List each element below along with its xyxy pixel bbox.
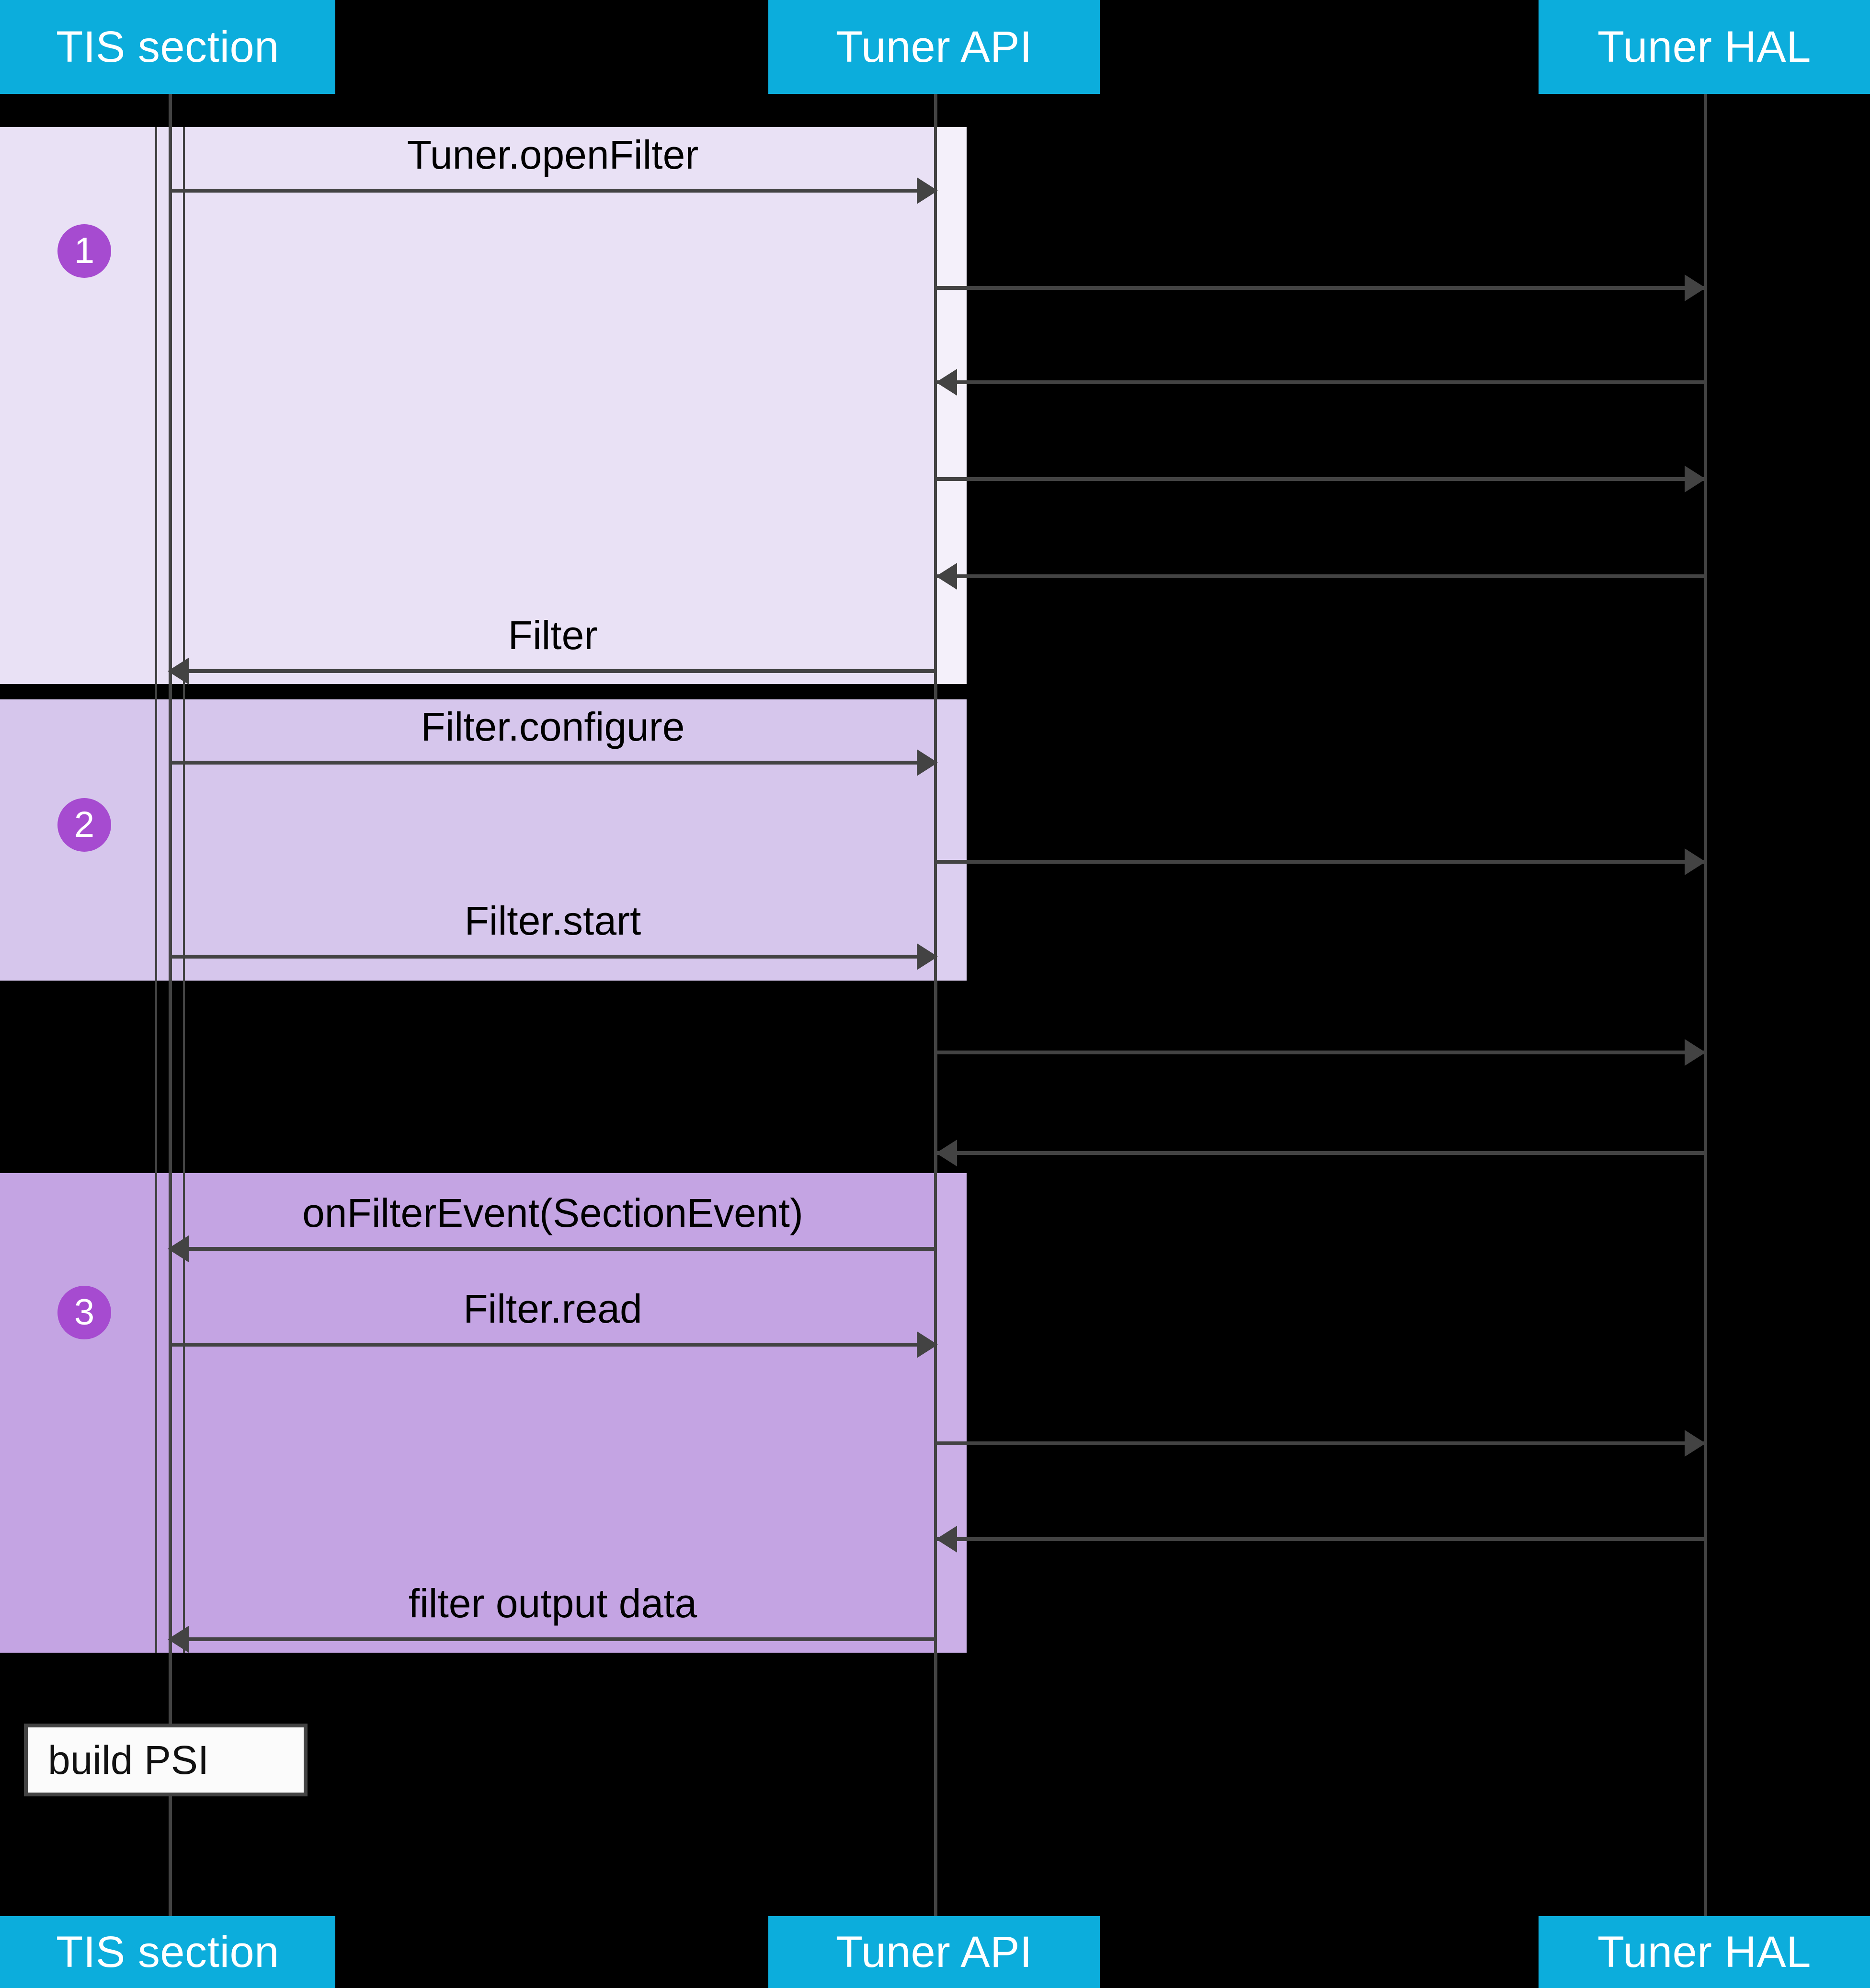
message-line	[169, 955, 937, 959]
message-line	[937, 1051, 1705, 1054]
actor-footer-tis-section[interactable]: TIS section	[0, 1916, 335, 1988]
actor-footer-tuner-hal[interactable]: Tuner HAL	[1539, 1916, 1870, 1988]
step-badge-1: 1	[57, 224, 111, 278]
arrowhead-left-icon	[936, 369, 957, 396]
message-line	[169, 189, 937, 193]
lifeline-tis-section	[169, 93, 172, 1940]
arrowhead-left-icon	[936, 563, 957, 590]
message-line	[937, 1151, 1705, 1155]
message-line	[937, 860, 1705, 864]
activation-tuner-api-3	[937, 1173, 967, 1653]
step-badge-label: 3	[74, 1292, 95, 1333]
message-line	[937, 380, 1705, 384]
step-badge-label: 1	[74, 230, 95, 271]
message-line	[937, 1537, 1705, 1541]
message-label: Filter.configure	[421, 704, 685, 749]
actor-header-tuner-api[interactable]: Tuner API	[768, 0, 1100, 94]
message-label: filter output data	[408, 1581, 697, 1626]
message-label: onFilterEvent(SectionEvent)	[302, 1190, 803, 1235]
step-badge-label: 2	[74, 804, 95, 845]
actor-footer-tuner-api[interactable]: Tuner API	[768, 1916, 1100, 1988]
step-badge-2: 2	[57, 798, 111, 852]
message-label: Filter.start	[464, 898, 641, 943]
actor-label: Tuner HAL	[1597, 1927, 1811, 1977]
arrowhead-left-icon	[168, 658, 189, 685]
step-1-band	[0, 127, 966, 684]
message-line	[169, 1247, 937, 1251]
arrowhead-left-icon	[936, 1526, 957, 1553]
arrowhead-left-icon	[168, 1235, 189, 1262]
actor-header-tis-section[interactable]: TIS section	[0, 0, 335, 94]
message-line	[937, 574, 1705, 578]
note-label: build PSI	[48, 1737, 209, 1782]
actor-label: Tuner API	[835, 22, 1033, 71]
message-label: Tuner.openFilter	[407, 132, 699, 177]
message-line	[937, 477, 1705, 481]
actor-label: TIS section	[56, 1927, 279, 1977]
arrowhead-right-icon	[1685, 274, 1706, 301]
arrowhead-right-icon	[1685, 466, 1706, 492]
note-build-psi: build PSI	[24, 1724, 308, 1796]
lifeline-tuner-api	[934, 93, 937, 1940]
actor-header-tuner-hal[interactable]: Tuner HAL	[1539, 0, 1870, 94]
message-line	[169, 1637, 937, 1641]
arrowhead-right-icon	[917, 1331, 938, 1358]
message-line	[937, 286, 1705, 290]
arrowhead-right-icon	[1685, 1430, 1706, 1457]
lifeline-tuner-hal	[1704, 93, 1707, 1940]
arrowhead-left-icon	[168, 1626, 189, 1653]
message-label: Filter.read	[463, 1286, 642, 1331]
arrowhead-right-icon	[1685, 848, 1706, 875]
step-3-band	[0, 1173, 966, 1653]
step-badge-3: 3	[57, 1286, 111, 1339]
actor-label: Tuner API	[835, 1927, 1033, 1977]
step-2-band	[0, 699, 966, 981]
actor-label: Tuner HAL	[1597, 22, 1811, 71]
message-line	[169, 669, 937, 673]
message-label: Filter	[508, 613, 598, 658]
arrowhead-right-icon	[917, 749, 938, 776]
message-line	[169, 761, 937, 765]
message-line	[169, 1343, 937, 1347]
activation-tis-section	[155, 127, 185, 1653]
actor-label: TIS section	[56, 22, 279, 71]
arrowhead-right-icon	[917, 943, 938, 970]
arrowhead-left-icon	[936, 1140, 957, 1166]
activation-tuner-api-1	[937, 127, 967, 684]
message-line	[937, 1441, 1705, 1445]
arrowhead-right-icon	[917, 177, 938, 204]
arrowhead-right-icon	[1685, 1039, 1706, 1066]
activation-tuner-api-2	[937, 699, 967, 981]
